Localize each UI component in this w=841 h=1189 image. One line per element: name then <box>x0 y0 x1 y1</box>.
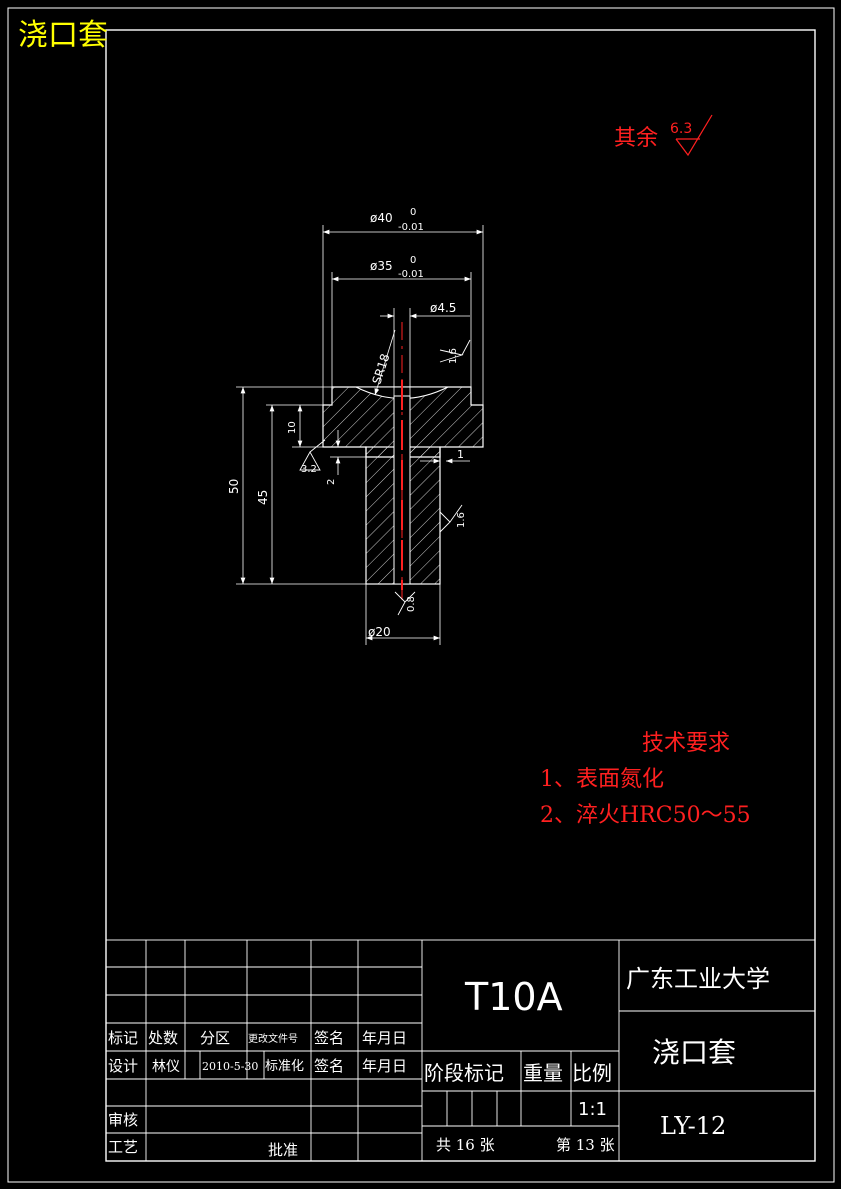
roughness-value: 6.3 <box>670 121 692 137</box>
scale-label: 比例 <box>572 1061 612 1085</box>
roughness-prefix: 其余 <box>614 126 658 151</box>
approve-label: 批准 <box>268 1141 298 1159</box>
dim-h10: 10 <box>287 421 298 434</box>
university: 广东工业大学 <box>626 965 770 993</box>
stage-mark-label: 阶段标记 <box>424 1061 504 1085</box>
total-sheets: 共 16 张 <box>436 1136 495 1154</box>
corner-title: 浇口套 <box>18 18 108 53</box>
drawing-no: LY-12 <box>660 1112 726 1140</box>
date-label-2: 年月日 <box>362 1057 407 1075</box>
dim-rough-08: 0.8 <box>406 596 417 612</box>
sign-label: 签名 <box>314 1029 344 1047</box>
change-doc-label: 更改文件号 <box>248 1032 298 1045</box>
date-label: 年月日 <box>362 1029 407 1047</box>
tech-heading: 技术要求 <box>642 731 730 756</box>
dim-d40-lower: -0.01 <box>398 222 424 233</box>
mark-label: 标记 <box>108 1029 138 1047</box>
weight-label: 重量 <box>523 1061 563 1085</box>
dim-d35-upper: 0 <box>410 255 416 266</box>
dim-rough-16a: 1.6 <box>448 348 459 364</box>
roughness-symbol-icon <box>675 114 713 157</box>
outer-frame <box>7 7 835 1183</box>
count-label: 处数 <box>148 1029 178 1047</box>
dim-d35: ø35 <box>370 259 393 273</box>
title-block <box>105 939 816 1162</box>
sheet-no: 第 13 张 <box>556 1136 615 1154</box>
design-date: 2010-5-30 <box>202 1060 258 1073</box>
dim-d35-lower: -0.01 <box>398 269 424 280</box>
dimension-lines <box>236 225 484 645</box>
dim-sr18: SR18 <box>370 352 393 386</box>
review-label: 审核 <box>108 1111 138 1129</box>
tech-item-1: 1、表面氮化 <box>540 767 664 792</box>
design-label: 设计 <box>108 1057 138 1075</box>
roughness-symbol-icon <box>439 339 471 363</box>
roughness-symbols <box>299 339 471 616</box>
material: T10A <box>464 975 563 1019</box>
dim-h45: 45 <box>256 490 270 505</box>
roughness-note: 其余 6.3 <box>614 114 713 157</box>
roughness-symbol-icon <box>439 504 463 533</box>
tech-item-2: 2、淬火HRC50～55 <box>540 803 751 828</box>
title-block-texts: T10A 广东工业大学 浇口套 LY-12 标记 处数 分区 更改文件号 签名 … <box>108 965 770 1159</box>
dim-d40: ø40 <box>370 211 393 225</box>
part-section <box>322 322 484 600</box>
designer-name: 林仪 <box>152 1059 180 1075</box>
roughness-symbol-icon <box>394 591 416 616</box>
dim-rough-32: 3.2 <box>301 464 317 475</box>
dim-h2: 2 <box>326 479 337 485</box>
part-name: 浇口套 <box>652 1036 736 1069</box>
zone-label: 分区 <box>200 1029 230 1047</box>
tech-requirements: 技术要求 1、表面氮化 2、淬火HRC50～55 <box>540 731 751 828</box>
process-label: 工艺 <box>108 1138 138 1156</box>
roughness-symbol-icon <box>299 439 326 471</box>
dim-h50: 50 <box>227 479 241 494</box>
dim-d40-upper: 0 <box>410 207 416 218</box>
dim-d4-5: ø4.5 <box>430 301 456 315</box>
dim-rough-16b: 1.6 <box>456 512 467 528</box>
scale-value: 1:1 <box>578 1099 607 1120</box>
dim-d20: ø20 <box>368 625 391 639</box>
standardization-label: 标准化 <box>265 1059 304 1074</box>
dim-w1: 1 <box>457 448 464 461</box>
sign-label-2: 签名 <box>314 1057 344 1075</box>
